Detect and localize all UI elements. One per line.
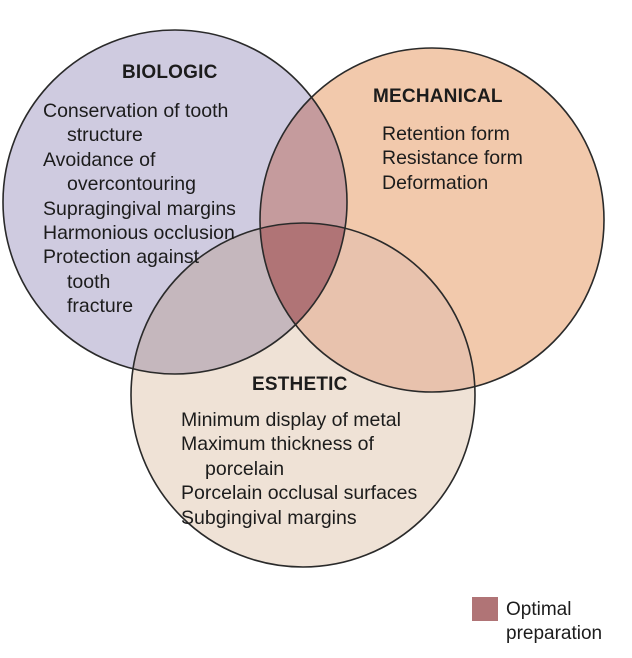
esthetic-title: ESTHETIC bbox=[252, 374, 348, 395]
biologic-item-2: Avoidance of bbox=[43, 148, 156, 171]
esthetic-item-2-line-2: porcelain bbox=[205, 457, 285, 480]
esthetic-item-1: Minimum display of metal bbox=[181, 409, 401, 431]
mechanical-outline bbox=[259, 47, 605, 393]
biologic-item-1-line-2: structure bbox=[67, 124, 143, 147]
biologic-item-1: Conservation of tooth bbox=[43, 100, 229, 122]
biologic-item-5-line-2: tooth bbox=[67, 270, 111, 293]
biologic-item-2-line-2: overcontouring bbox=[67, 173, 196, 196]
biologic-title: BIOLOGIC bbox=[122, 62, 218, 83]
esthetic-outline bbox=[130, 222, 476, 568]
biologic-item-5-line-3: fracture bbox=[67, 295, 134, 318]
legend-label: Optimal preparation bbox=[506, 599, 603, 644]
esthetic-item-2: Maximum thickness of bbox=[181, 433, 374, 456]
mechanical-item-1: Retention form bbox=[382, 123, 510, 145]
esthetic-item-4: Subgingival margins bbox=[181, 506, 357, 529]
biologic-item-4: Harmonious occlusion bbox=[43, 222, 235, 245]
legend-swatch bbox=[472, 597, 498, 621]
biologic-esthetic-overlap bbox=[131, 223, 347, 374]
mechanical-esthetic-overlap bbox=[260, 223, 475, 392]
mechanical-item-3: Deformation bbox=[382, 171, 489, 194]
esthetic-item-3: Porcelain occlusal surfaces bbox=[181, 482, 418, 505]
mechanical-title: MECHANICAL bbox=[373, 86, 503, 107]
biologic-item-3: Supragingival margins bbox=[43, 197, 236, 220]
biologic-item-5: Protection against bbox=[43, 246, 200, 269]
mechanical-item-2: Resistance form bbox=[382, 147, 523, 170]
biologic-outline bbox=[2, 29, 348, 375]
